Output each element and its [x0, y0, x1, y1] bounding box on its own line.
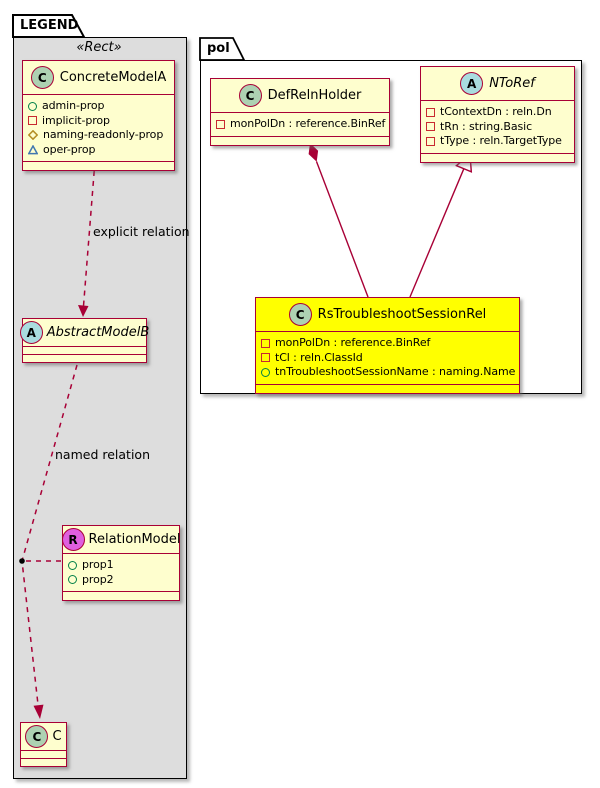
package-field-icon — [28, 144, 38, 155]
field-row: prop1 — [68, 558, 174, 573]
field-row: tnTroubleshootSessionName : naming.Name — [261, 365, 516, 380]
class-def-reln-holder: C DefRelnHolder monPolDn : reference.Bin… — [210, 78, 390, 146]
private-field-icon — [426, 136, 435, 146]
class-header: C ConcreteModelA — [23, 61, 174, 95]
public-field-icon — [68, 560, 77, 570]
class-fields-empty — [23, 347, 146, 355]
class-methods-empty — [23, 355, 146, 362]
field-row: naming-readonly-prop — [28, 128, 169, 143]
pol-package-title: pol — [207, 41, 230, 56]
private-field-icon — [28, 116, 37, 126]
class-name: C — [52, 729, 62, 744]
class-rs-troubleshoot-session-rel: C RsTroubleshootSessionRel monPolDn : re… — [255, 297, 520, 394]
class-header: C DefRelnHolder — [211, 79, 389, 113]
class-header: R RelationModel — [61, 526, 181, 554]
class-header: C C — [21, 723, 66, 751]
class-fields-empty — [21, 751, 66, 759]
class-name: RsTroubleshootSessionRel — [317, 307, 487, 322]
field-row: oper-prop — [28, 143, 169, 158]
field-label: tContextDn : reln.Dn — [440, 105, 552, 118]
class-methods-empty — [23, 162, 174, 170]
pol-package-tab — [199, 37, 246, 61]
abstract-class-spot-icon: A — [460, 72, 484, 95]
class-methods-empty — [21, 759, 66, 766]
legend-package-tab — [12, 14, 86, 38]
edge-generalization — [409, 168, 465, 298]
class-spot-icon: C — [288, 303, 312, 326]
public-field-icon — [68, 575, 77, 585]
field-label: tCl : reln.ClassId — [275, 350, 363, 364]
field-label: implicit-prop — [42, 113, 110, 127]
class-header: A NToRef — [421, 67, 574, 101]
field-row: tRn : string.Basic — [426, 120, 569, 135]
field-label: tRn : string.Basic — [440, 119, 533, 133]
legend-package-title: LEGEND — [20, 18, 79, 33]
abstract-class-spot-icon: A — [19, 321, 43, 344]
class-fields: tContextDn : reln.Dn tRn : string.Basic … — [421, 101, 574, 154]
class-concrete-model-a: C ConcreteModelA admin-prop implicit-pro… — [22, 60, 175, 171]
class-name: ConcreteModelA — [59, 70, 167, 85]
edge-label-explicit-relation: explicit relation — [93, 224, 190, 239]
class-fields: prop1 prop2 — [63, 554, 179, 592]
field-label: tType : reln.TargetType — [440, 134, 562, 147]
private-field-icon — [426, 107, 435, 117]
class-abstract-model-b: A AbstractModelB — [19, 318, 149, 363]
public-field-icon — [261, 367, 270, 377]
private-field-icon — [261, 338, 270, 348]
class-name: AbstractModelB — [46, 325, 150, 340]
public-field-icon — [28, 101, 37, 111]
class-c: C C — [20, 722, 67, 767]
field-label: admin-prop — [42, 99, 105, 112]
class-name: NToRef — [489, 76, 535, 91]
field-label: tnTroubleshootSessionName : naming.Name — [275, 365, 516, 378]
class-fields: monPolDn : reference.BinRef — [211, 113, 389, 137]
class-name: DefRelnHolder — [267, 88, 362, 103]
field-row: implicit-prop — [28, 114, 169, 129]
private-field-icon — [426, 122, 435, 132]
protected-field-icon — [28, 130, 38, 141]
field-row: tCl : reln.ClassId — [261, 351, 514, 366]
class-relation-model: R RelationModel prop1 prop2 — [61, 525, 181, 601]
field-label: oper-prop — [43, 142, 96, 156]
legend-stereotype: «Rect» — [76, 40, 122, 55]
field-label: prop2 — [82, 572, 114, 586]
field-label: naming-readonly-prop — [43, 128, 164, 141]
class-n-to-ref: A NToRef tContextDn : reln.Dn tRn : stri… — [420, 66, 575, 163]
edge-composition — [315, 161, 369, 298]
relation-class-spot-icon: R — [61, 528, 85, 551]
field-row: monPolDn : reference.BinRef — [261, 336, 514, 351]
field-label: prop1 — [82, 558, 114, 571]
class-fields: monPolDn : reference.BinRef tCl : reln.C… — [256, 332, 519, 385]
class-header: A AbstractModelB — [19, 319, 149, 347]
class-header: C RsTroubleshootSessionRel — [256, 298, 519, 332]
class-methods-empty — [421, 154, 574, 162]
class-fields: admin-prop implicit-prop naming-readonly… — [23, 95, 174, 162]
class-spot-icon: C — [238, 84, 262, 107]
composition-diamond — [308, 143, 319, 162]
field-row: monPolDn : reference.BinRef — [216, 117, 386, 132]
field-row: tContextDn : reln.Dn — [426, 105, 569, 120]
class-methods-empty — [211, 137, 389, 145]
class-methods-empty — [63, 592, 179, 600]
class-spot-icon: C — [25, 725, 49, 748]
field-label: monPolDn : reference.BinRef — [275, 336, 431, 349]
junction-dot — [19, 558, 25, 564]
private-field-icon — [216, 119, 225, 129]
class-methods-empty — [256, 385, 519, 393]
field-row: tType : reln.TargetType — [426, 134, 569, 149]
arrowhead-named-relation — [33, 704, 44, 719]
field-label: monPolDn : reference.BinRef — [230, 117, 386, 130]
edge-label-named-relation: named relation — [55, 447, 150, 462]
field-row: admin-prop — [28, 99, 169, 114]
arrowhead-explicit-relation — [78, 305, 89, 317]
field-row: prop2 — [68, 573, 174, 588]
edge-explicit-relation — [82, 160, 96, 307]
private-field-icon — [261, 353, 270, 363]
class-name: RelationModel — [88, 532, 181, 547]
class-spot-icon: C — [30, 66, 54, 89]
